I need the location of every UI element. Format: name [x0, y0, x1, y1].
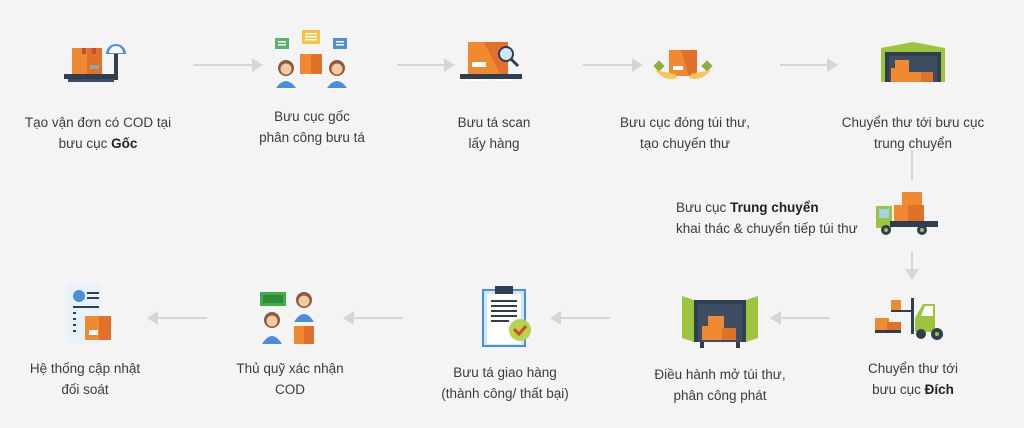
step-5-to-transit-hub: Chuyển thư tới bưu cục trung chuyển: [828, 36, 998, 154]
step-6-label: Bưu cục Trung chuyển khai thác & chuyển …: [676, 200, 858, 236]
step-1-label: Tạo vận đơn có COD tại bưu cục Gốc: [24, 115, 172, 151]
step-9-deliver: Bưu tá giao hàng (thành công/ thất bại): [430, 284, 580, 404]
step-7-label: Chuyển thư tới bưu cục Đích: [868, 361, 958, 397]
arrow-8-to-9: [550, 311, 610, 325]
arrow-7-to-8: [770, 311, 830, 325]
step-10-label: Thủ quỹ xác nhận COD: [236, 361, 344, 397]
cashier-money-icon: [250, 290, 330, 352]
step-2-assign-postman: Bưu cục gốc phân công bưu tá: [232, 30, 392, 148]
connector-5-to-6: [911, 150, 913, 180]
step-9-label: Bưu tá giao hàng (thành công/ thất bại): [441, 365, 569, 401]
step-10-cashier-confirm: Thủ quỹ xác nhận COD: [215, 290, 365, 400]
step-7-to-destination: Chuyển thư tới bưu cục Đích: [848, 292, 978, 400]
arrow-1-to-2: [193, 58, 263, 72]
step-4-seal-bag: Bưu cục đóng túi thư, tạo chuyến thư: [600, 36, 770, 154]
scale-with-package-icon: [58, 36, 138, 96]
arrow-4-to-5: [780, 58, 838, 72]
staff-assign-chat-icon: [272, 30, 352, 96]
step-11-reconcile: Hệ thống cập nhật đối soát: [10, 282, 160, 400]
step-2-label: Bưu cục gốc phân công bưu tá: [259, 109, 365, 145]
step-1-create-waybill: Tạo vận đơn có COD tại bưu cục Gốc: [18, 36, 178, 154]
arrow-6-to-7: [905, 252, 919, 280]
forklift-icon: [873, 292, 953, 344]
arrow-10-to-11: [147, 311, 207, 325]
arrow-9-to-10: [343, 311, 403, 325]
step-11-label: Hệ thống cập nhật đối soát: [29, 361, 141, 397]
open-container-icon: [680, 292, 760, 352]
clipboard-check-icon: [465, 284, 545, 352]
truck-icon: [872, 190, 942, 240]
arrow-3-to-4: [583, 58, 643, 72]
invoice-reconcile-icon: [45, 282, 125, 348]
step-8-open-bag-dispatch: Điều hành mở túi thư, phân công phát: [645, 292, 795, 406]
warehouse-icon: [873, 36, 953, 96]
arrow-2-to-3: [397, 58, 455, 72]
step-8-label: Điều hành mở túi thư, phân công phát: [654, 367, 786, 403]
step-4-label: Bưu cục đóng túi thư, tạo chuyến thư: [620, 115, 750, 151]
package-scan-magnifier-icon: [454, 36, 534, 96]
step-3-scan-pickup: Bưu tá scan lấy hàng: [414, 36, 574, 154]
step-3-label: Bưu tá scan lấy hàng: [457, 115, 531, 151]
step-5-label: Chuyển thư tới bưu cục trung chuyển: [841, 115, 985, 151]
hands-holding-package-icon: [645, 36, 725, 96]
